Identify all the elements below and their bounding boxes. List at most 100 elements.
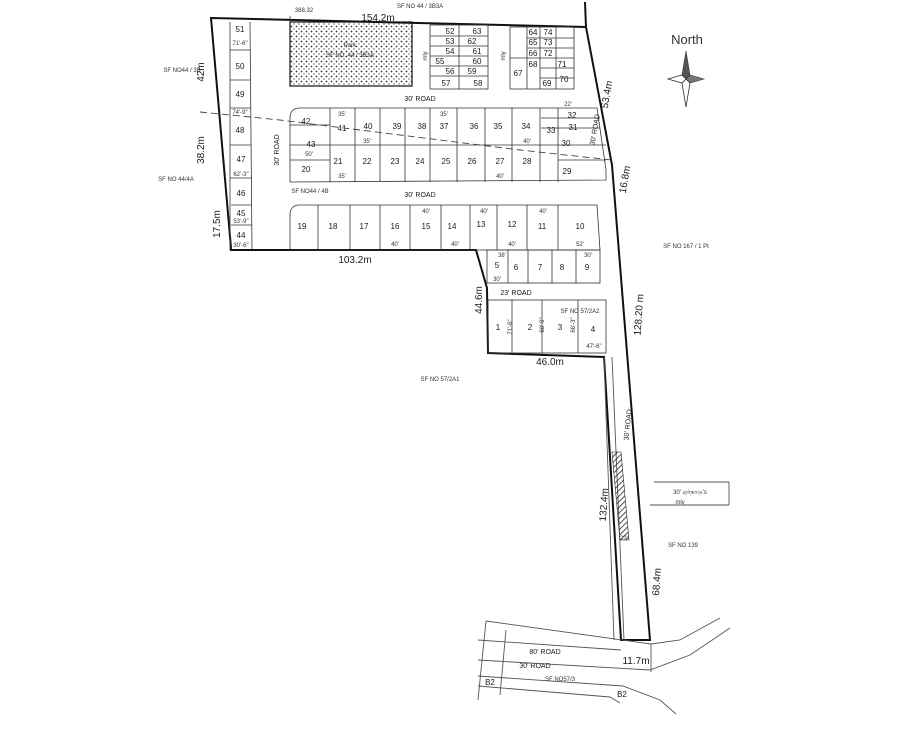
plot-53: 53 bbox=[446, 37, 455, 46]
plot-35: 35 bbox=[494, 122, 503, 131]
dim-low-40b: 40' bbox=[480, 209, 488, 215]
dim-p9-30: 30' bbox=[584, 253, 592, 259]
dim-access-right: 68.4m bbox=[651, 568, 664, 596]
plot-48: 48 bbox=[236, 126, 245, 135]
north-label: North bbox=[671, 32, 703, 47]
plot-65: 65 bbox=[529, 38, 538, 47]
dim-low-40c: 40' bbox=[539, 209, 547, 215]
road-left-label: 30' ROAD bbox=[274, 134, 281, 165]
plot-45-width: 53'-9" bbox=[233, 219, 248, 225]
survey-lower: SF NO 57/2A1 bbox=[420, 377, 460, 383]
dim-right-long: 128.20 m bbox=[633, 294, 647, 336]
dim-right-small: 16.8m bbox=[618, 165, 634, 194]
dim-left-mid: 38.2m bbox=[196, 136, 207, 164]
plot-28: 28 bbox=[523, 157, 532, 166]
plot-51: 51 bbox=[236, 25, 245, 34]
plot-40: 40 bbox=[364, 122, 373, 131]
site-boundary bbox=[209, 16, 652, 641]
park-area bbox=[289, 21, 413, 87]
junction-roads bbox=[477, 617, 731, 715]
junction-left-label: B2 bbox=[485, 678, 495, 687]
park-name: Park bbox=[344, 43, 357, 49]
plot-29: 29 bbox=[563, 167, 572, 176]
plot-24: 24 bbox=[416, 157, 425, 166]
plot-8: 8 bbox=[560, 263, 565, 272]
plot-44-width: 30'-6" bbox=[233, 243, 248, 249]
plot-11: 11 bbox=[538, 222, 547, 231]
plot-38: 38 bbox=[418, 122, 427, 131]
west-plot-column bbox=[229, 21, 253, 251]
plot-18: 18 bbox=[329, 222, 338, 231]
plot-19: 19 bbox=[298, 222, 307, 231]
dim-mid-35a: 35' bbox=[338, 112, 346, 118]
plot-57: 57 bbox=[442, 79, 451, 88]
site-boundary-top-ext bbox=[584, 1, 587, 28]
plot-43: 43 bbox=[307, 140, 316, 149]
access-20-dim: 23' bbox=[620, 536, 628, 542]
dim-bottom: 103.2m bbox=[338, 255, 371, 266]
plot-1-depth: 71'-6" bbox=[508, 319, 514, 334]
plot-51-width: 71'-6" bbox=[232, 41, 247, 47]
road-east-branch-mly: mly bbox=[675, 500, 684, 506]
ne-cluster-mly-left: mly bbox=[423, 51, 429, 60]
road-main-label: 80' ROAD bbox=[529, 649, 560, 656]
plot-row-5-9 bbox=[486, 249, 601, 284]
plot-32: 32 bbox=[568, 111, 577, 120]
plot-2-depth: 68'-9" bbox=[540, 317, 546, 332]
dim-notch: 44.6m bbox=[474, 286, 485, 314]
plot-58: 58 bbox=[474, 79, 483, 88]
ne-cluster-mly-right: mly bbox=[501, 51, 507, 60]
plot-44: 44 bbox=[237, 231, 246, 240]
plot-68: 68 bbox=[529, 60, 538, 69]
plot-61: 61 bbox=[473, 47, 482, 56]
plot-74: 74 bbox=[544, 28, 553, 37]
plot-62: 62 bbox=[468, 37, 477, 46]
dim-mid-22: 22' bbox=[564, 102, 572, 108]
dim-low-52: 52' bbox=[576, 242, 584, 248]
plot-22: 22 bbox=[363, 157, 372, 166]
plot-13: 13 bbox=[477, 220, 486, 229]
plot-37: 37 bbox=[440, 122, 449, 131]
dim-left-top: 42m bbox=[196, 62, 207, 81]
middle-plot-block bbox=[289, 107, 607, 183]
plot-59: 59 bbox=[468, 67, 477, 76]
plot-41: 41 bbox=[338, 124, 347, 133]
dim-p5-38: 38' bbox=[498, 253, 506, 259]
dim-low-40a: 40' bbox=[422, 209, 430, 215]
dim-right-top: 53.4m bbox=[600, 80, 616, 109]
dim-access-left: 132.4m bbox=[598, 488, 611, 522]
survey-block: SF NO 57/2A2 bbox=[560, 309, 600, 315]
plot-47: 47 bbox=[237, 155, 246, 164]
lower-plot-block bbox=[289, 204, 601, 251]
plot-64: 64 bbox=[529, 28, 538, 37]
survey-east: SF NO 139 bbox=[668, 543, 699, 549]
ne-plot-cluster bbox=[429, 24, 575, 90]
dim-top: 154.2m bbox=[361, 13, 394, 24]
plot-9: 9 bbox=[585, 263, 590, 272]
plot-17: 17 bbox=[360, 222, 369, 231]
dim-p5-30: 30' bbox=[493, 277, 501, 283]
park-detail: SF NO. 44 / 3B3A bbox=[326, 53, 374, 59]
dim-low-40d: 40' bbox=[391, 242, 399, 248]
survey-division-line bbox=[199, 111, 613, 161]
plot-70: 70 bbox=[560, 75, 569, 84]
road-east-branch-label: 30' ஏர்நாடு's bbox=[673, 489, 707, 496]
north-arrow-icon bbox=[666, 50, 706, 108]
dim-mid-35d: 35' bbox=[338, 174, 346, 180]
survey-mid-left: SF NO 44/4A bbox=[158, 177, 194, 183]
plot-49: 49 bbox=[236, 90, 245, 99]
plot-14: 14 bbox=[448, 222, 457, 231]
road-service-label: 30' ROAD bbox=[519, 663, 550, 670]
plot-49-width: 74'-9" bbox=[232, 110, 247, 116]
plot-55: 55 bbox=[436, 57, 445, 66]
survey-bottom: SF NO57/3 bbox=[545, 677, 576, 683]
dim-block-bottom: 46.0m bbox=[536, 357, 564, 368]
plot-25: 25 bbox=[442, 157, 451, 166]
plot-66: 66 bbox=[529, 49, 538, 58]
plot-33: 33 bbox=[547, 126, 556, 135]
plot-20: 20 bbox=[302, 165, 311, 174]
plot-60: 60 bbox=[473, 57, 482, 66]
plot-31: 31 bbox=[569, 123, 578, 132]
plot-52: 52 bbox=[446, 27, 455, 36]
